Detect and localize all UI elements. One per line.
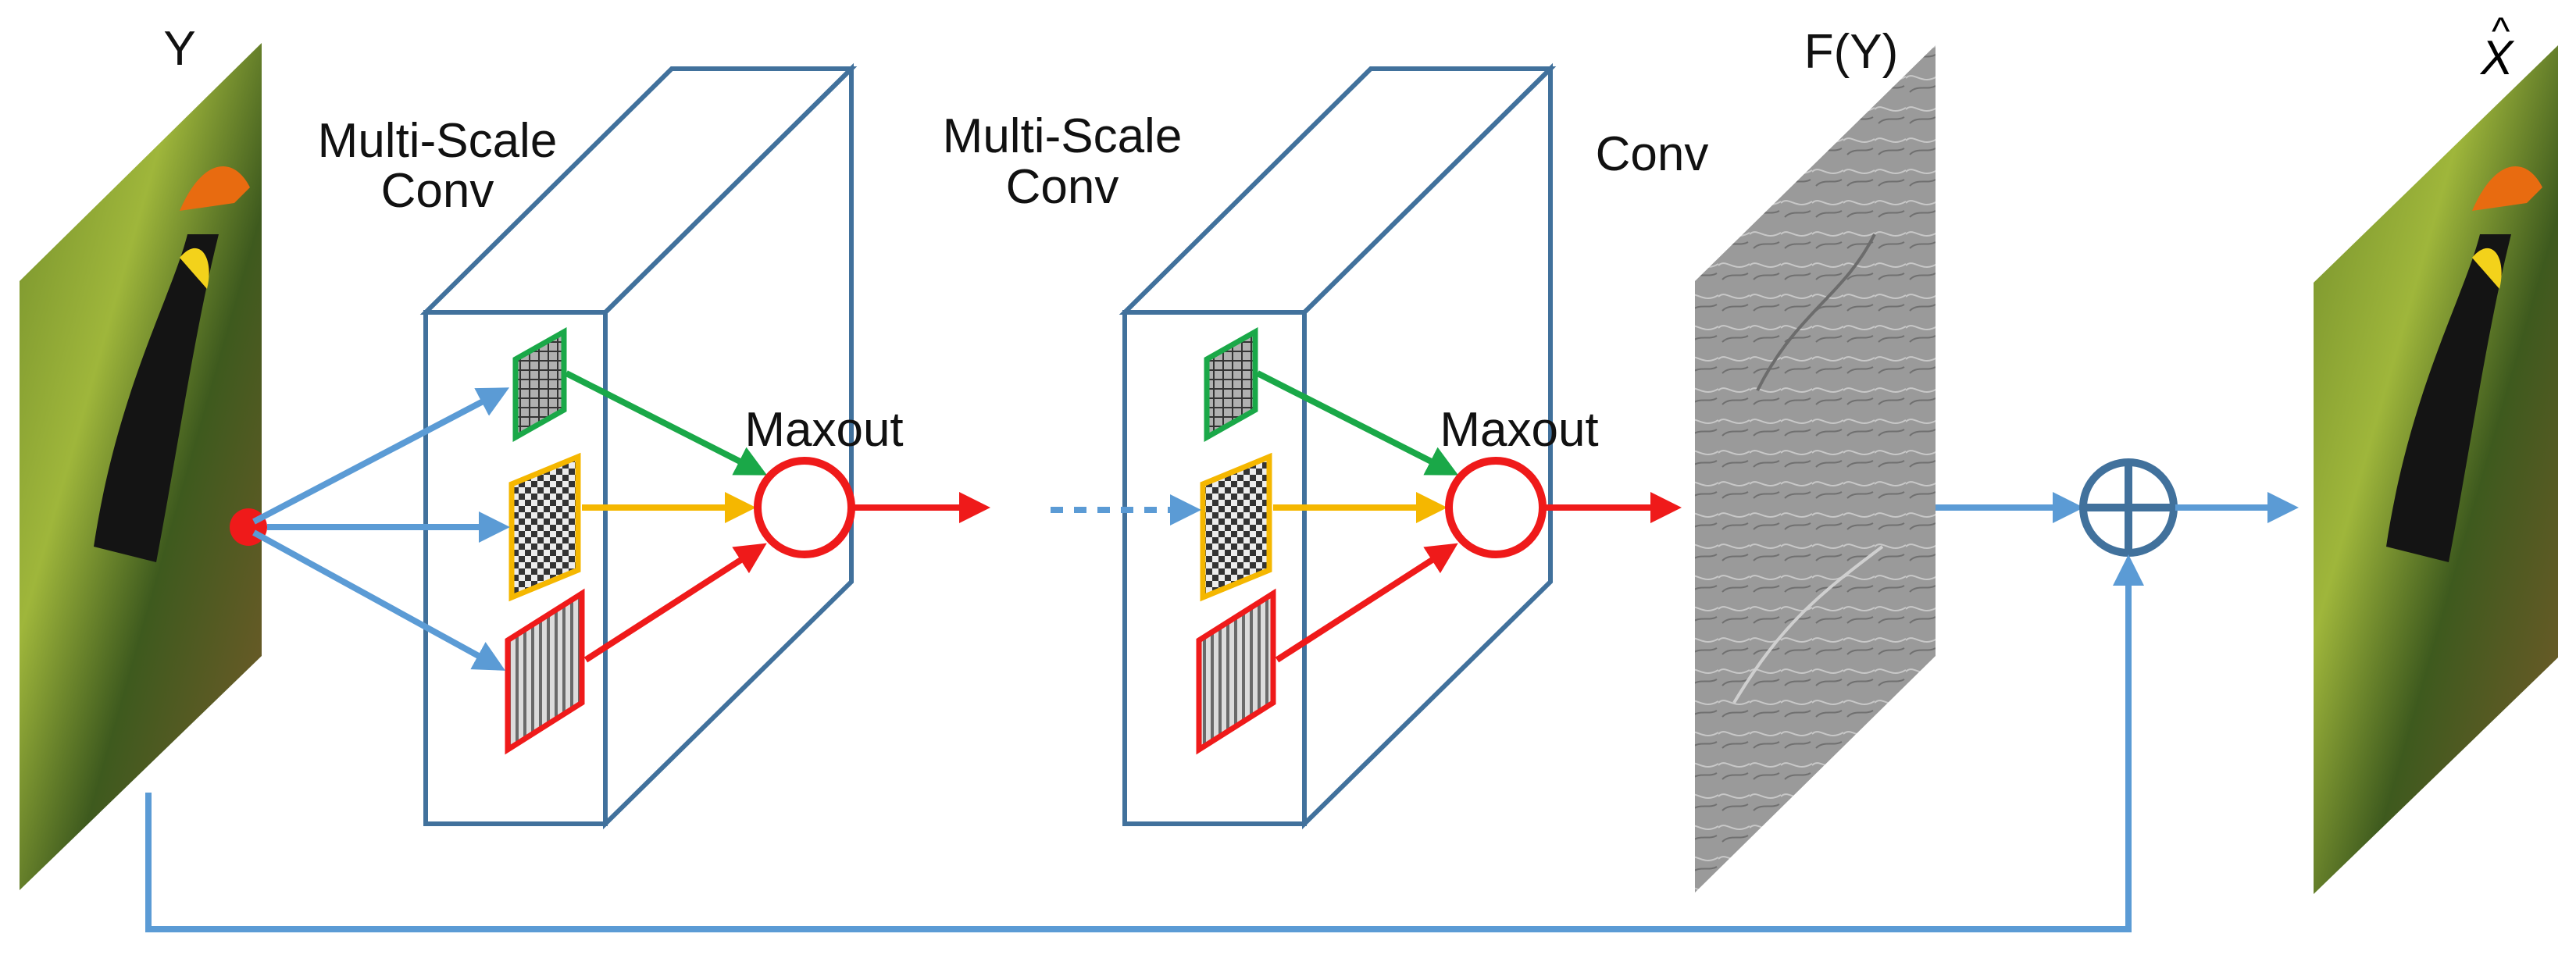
label-output-base: X: [2481, 31, 2514, 85]
multiscale-conv-block-2: [1119, 62, 1557, 830]
skip-connection: [145, 554, 2144, 932]
label-input: Y: [163, 22, 196, 76]
maxout-node-2: [1445, 457, 1547, 558]
arrow-input-to-filter-small: [252, 387, 510, 525]
label-block1-line2: Conv: [380, 164, 494, 218]
label-residual: F(Y): [1804, 25, 1899, 79]
filter-medium-2: [1200, 452, 1272, 602]
label-block1-line1: Multi-Scale: [317, 114, 558, 168]
filter-small-2: [1204, 327, 1258, 442]
multiscale-conv-block-1: [419, 62, 858, 830]
label-output: X ^: [2474, 9, 2521, 86]
arrow-green-to-maxout-1: [565, 370, 768, 476]
maxout-node-1: [754, 457, 855, 558]
label-output-hat: ^: [2492, 9, 2510, 53]
label-maxout-1: Maxout: [744, 403, 904, 457]
arrow-red-to-maxout-1: [583, 543, 767, 663]
label-conv: Conv: [1595, 127, 1709, 181]
filter-medium-1: [508, 452, 581, 602]
input-image: [20, 43, 262, 890]
label-block2-line1: Multi-Scale: [942, 109, 1183, 163]
arrow-red-to-maxout-2: [1275, 543, 1458, 663]
label-block2-line2: Conv: [1005, 160, 1119, 214]
label-maxout-2: Maxout: [1440, 403, 1599, 457]
arrow-input-to-filter-large: [252, 529, 506, 671]
filter-small-1: [512, 327, 567, 442]
filter-large-1: [505, 588, 585, 755]
arrow-green-to-maxout-2: [1256, 370, 1459, 476]
residual-image: [1695, 45, 1936, 893]
output-image: [2314, 45, 2558, 894]
filter-large-2: [1196, 588, 1276, 755]
plus-circle-icon: [2079, 458, 2178, 557]
